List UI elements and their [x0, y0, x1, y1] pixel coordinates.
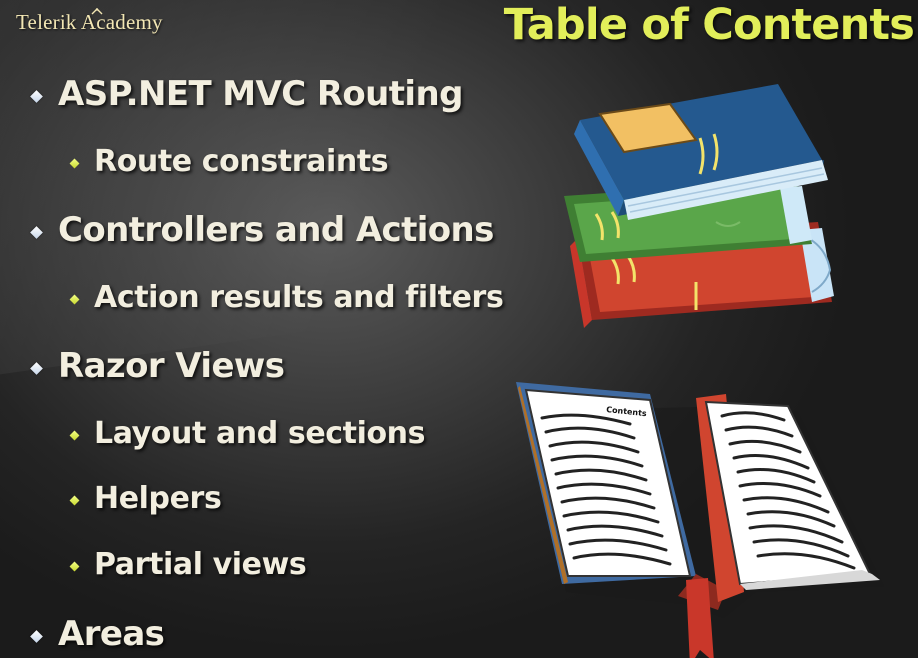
toc-subitem-helpers: Helpers	[68, 481, 222, 516]
text-lines-left	[540, 413, 672, 566]
bullet-diamond-icon	[30, 226, 43, 239]
bullet-diamond-icon	[30, 90, 43, 103]
bullet-diamond-icon	[69, 430, 80, 441]
bullet-diamond-icon	[30, 362, 43, 375]
toc-item-routing: ASP.NET MVC Routing	[30, 74, 463, 114]
bullet-diamond-icon	[69, 158, 80, 169]
toc-item-label: Route constraints	[94, 144, 389, 179]
toc-item-label: ASP.NET MVC Routing	[58, 74, 463, 114]
open-book-icon: Contents	[516, 382, 884, 658]
toc-subitem-route-constraints: Route constraints	[68, 144, 389, 179]
toc-subitem-partial-views: Partial views	[68, 547, 307, 582]
book-page-heading: Contents	[606, 405, 648, 418]
toc-item-areas: Areas	[30, 614, 165, 654]
toc-item-label: Helpers	[94, 481, 222, 516]
page-title: Table of Contents	[503, 0, 915, 50]
text-lines-right	[720, 411, 856, 570]
bullet-diamond-icon	[69, 561, 80, 572]
bullet-diamond-icon	[30, 630, 43, 643]
toc-subitem-action-results: Action results and filters	[68, 280, 504, 315]
toc-item-label: Areas	[58, 614, 165, 654]
toc-item-label: Controllers and Actions	[58, 210, 494, 250]
toc-item-label: Partial views	[94, 547, 307, 582]
illustration: Contents	[516, 84, 884, 658]
toc-item-label: Razor Views	[58, 346, 285, 386]
book-stack-icon	[564, 84, 834, 328]
toc-subitem-layout-sections: Layout and sections	[68, 416, 426, 451]
toc-item-label: Action results and filters	[94, 280, 504, 315]
toc-list: ASP.NET MVC Routing Route constraints Co…	[30, 74, 504, 654]
toc-item-label: Layout and sections	[94, 416, 426, 451]
bullet-diamond-icon	[69, 294, 80, 305]
toc-item-razor-views: Razor Views	[30, 346, 285, 386]
bullet-diamond-icon	[69, 495, 80, 506]
brand-mark-icon	[91, 8, 103, 15]
toc-item-controllers-actions: Controllers and Actions	[30, 210, 494, 250]
brand-logo-text: Telerik Academy	[16, 10, 163, 34]
